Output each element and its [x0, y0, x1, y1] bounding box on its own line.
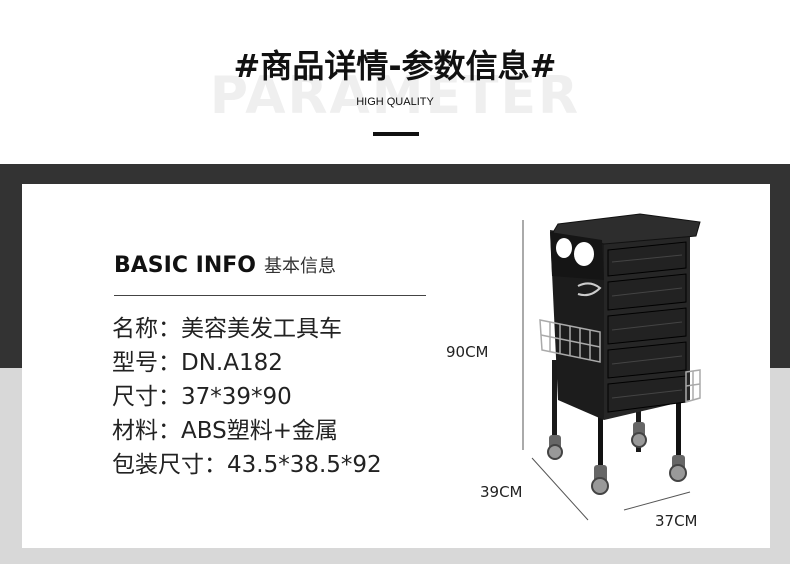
dryer-hook: [577, 282, 602, 297]
right-wire-basket: [685, 369, 701, 403]
title-underline: [373, 132, 419, 136]
wheel-back-left: [547, 435, 563, 460]
section-divider: [114, 295, 426, 296]
section-heading-en: BASIC INFO: [114, 253, 256, 278]
spec-row-name: 名称：美容美发工具车: [112, 316, 342, 342]
spec-row-size: 尺寸：37*39*90: [112, 384, 292, 410]
page-title: #商品详情-参数信息#: [233, 47, 557, 85]
front-right-leg: [676, 390, 681, 466]
spec-row-package-size: 包装尺寸：43.5*38.5*92: [112, 452, 382, 478]
watermark-text: PARAMETER: [209, 66, 581, 126]
wheel-back-right: [631, 422, 647, 448]
left-wire-basket: [539, 319, 601, 363]
wheel-front-right: [669, 455, 687, 482]
height-dimension-label: 90CM: [446, 343, 489, 361]
front-left-leg: [598, 400, 603, 472]
spec-row-model: 型号：DN.A182: [112, 350, 283, 376]
width-dimension-line: [623, 491, 691, 511]
holder-hole-1: [556, 238, 572, 258]
width-dimension-label: 37CM: [655, 512, 698, 530]
wheel-front-left: [591, 465, 609, 495]
spec-list: 名称：美容美发工具车 型号：DN.A182 尺寸：37*39*90 材料：ABS…: [112, 312, 382, 482]
spec-row-material: 材料：ABS塑料+金属: [112, 418, 338, 444]
drawers: [607, 241, 687, 413]
depth-dimension-label: 39CM: [480, 483, 523, 501]
holder-hole-2: [574, 242, 594, 266]
page-subtitle: HIGH QUALITY: [356, 96, 434, 108]
back-left-leg: [552, 360, 557, 445]
depth-dimension-line: [531, 457, 589, 521]
section-heading-cn: 基本信息: [263, 256, 336, 277]
section-heading: BASIC INFO 基本信息: [114, 252, 336, 278]
trolley-product-image: [522, 213, 701, 521]
